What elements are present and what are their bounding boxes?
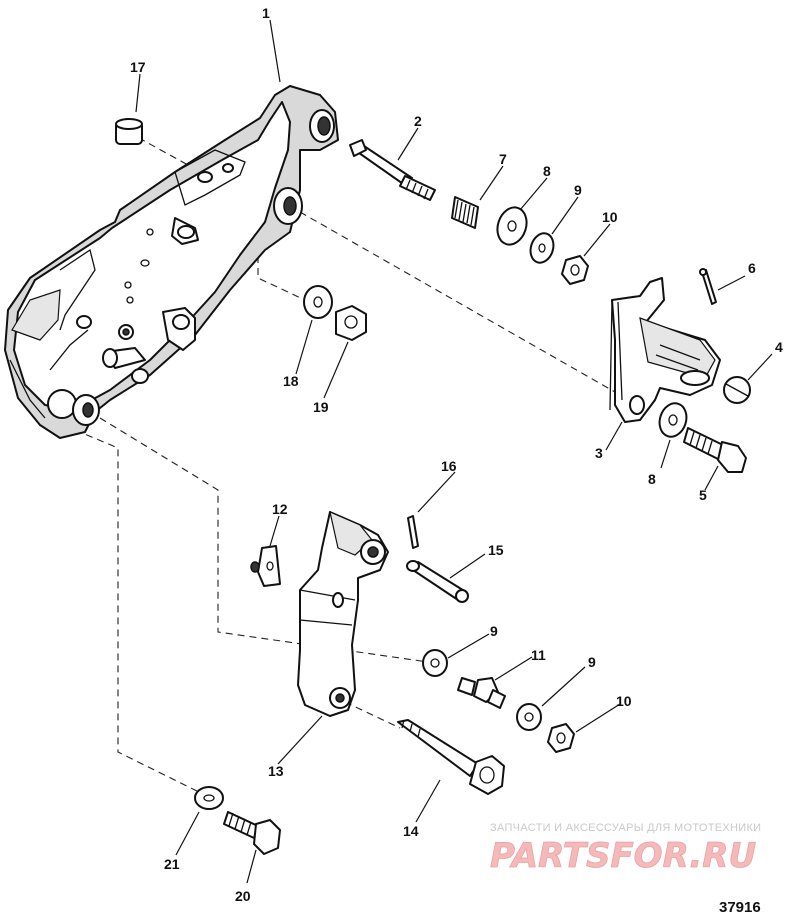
callout-9-mid: 9 bbox=[490, 623, 498, 639]
main-bracket-part-1 bbox=[4, 85, 339, 439]
callout-18: 18 bbox=[283, 373, 299, 389]
callout-7: 7 bbox=[499, 151, 507, 167]
latch-bracket-part-3 bbox=[609, 277, 721, 423]
cotter-pin-part-16 bbox=[407, 515, 419, 549]
callout-13: 13 bbox=[268, 763, 284, 779]
callout-3: 3 bbox=[595, 445, 603, 461]
washer-part-21 bbox=[194, 786, 224, 810]
callout-leaders bbox=[135, 19, 773, 884]
shoulder-bolt-part-14 bbox=[397, 719, 505, 795]
callout-11: 11 bbox=[531, 647, 546, 663]
watermark-brand: PARTSFOR.RU bbox=[490, 836, 756, 876]
washer-part-8-lower bbox=[658, 402, 688, 438]
callout-10-upper: 10 bbox=[602, 209, 618, 225]
washer-part-9-upper bbox=[529, 232, 555, 264]
washer-part-18 bbox=[303, 285, 333, 319]
watermark-tagline: ЗАПЧАСТИ И АКСЕССУАРЫ ДЛЯ МОТОТЕХНИКИ bbox=[490, 822, 761, 834]
callout-1: 1 bbox=[262, 5, 270, 21]
callout-4: 4 bbox=[775, 339, 783, 355]
washer-part-8-upper bbox=[496, 206, 528, 246]
callout-10-lower: 10 bbox=[616, 693, 632, 709]
callout-9-upper: 9 bbox=[574, 182, 582, 198]
watermark: ЗАПЧАСТИ И АКСЕССУАРЫ ДЛЯ МОТОТЕХНИКИ PA… bbox=[490, 822, 761, 876]
callout-6: 6 bbox=[748, 260, 756, 276]
cotter-pin-part-6 bbox=[699, 268, 717, 305]
nut-part-10-lower bbox=[547, 723, 575, 753]
pin-part-15 bbox=[406, 560, 469, 603]
figure-number: 37916 bbox=[719, 899, 761, 916]
washer-part-9-mid bbox=[422, 649, 448, 677]
callout-21: 21 bbox=[164, 856, 180, 872]
callout-8-upper: 8 bbox=[543, 163, 551, 179]
pin-part-2 bbox=[349, 139, 436, 201]
callout-14: 14 bbox=[403, 823, 419, 839]
callout-16: 16 bbox=[441, 458, 457, 474]
nut-part-10-upper bbox=[561, 255, 589, 285]
bolt-part-5 bbox=[683, 427, 747, 473]
callout-15: 15 bbox=[488, 542, 504, 558]
callout-19: 19 bbox=[313, 399, 329, 415]
spring-part-7 bbox=[451, 196, 479, 229]
cap-part-4 bbox=[723, 376, 751, 404]
nut-part-19 bbox=[335, 305, 367, 341]
link-arm-part-13 bbox=[297, 510, 389, 717]
bushing-part-17 bbox=[115, 118, 143, 145]
callout-12: 12 bbox=[272, 501, 288, 517]
callout-labels: 1 17 2 7 8 9 10 6 4 3 8 5 18 19 16 12 15… bbox=[130, 5, 783, 904]
washer-part-9-lower bbox=[516, 703, 542, 731]
callout-17: 17 bbox=[130, 59, 146, 75]
clip-part-12 bbox=[250, 545, 281, 587]
bolt-part-20 bbox=[223, 811, 281, 855]
stud-part-11 bbox=[457, 677, 506, 709]
callout-5: 5 bbox=[699, 487, 707, 503]
callout-9-lower: 9 bbox=[588, 654, 596, 670]
callout-8-lower: 8 bbox=[648, 471, 656, 487]
callout-20: 20 bbox=[235, 888, 251, 904]
callout-2: 2 bbox=[414, 113, 422, 129]
